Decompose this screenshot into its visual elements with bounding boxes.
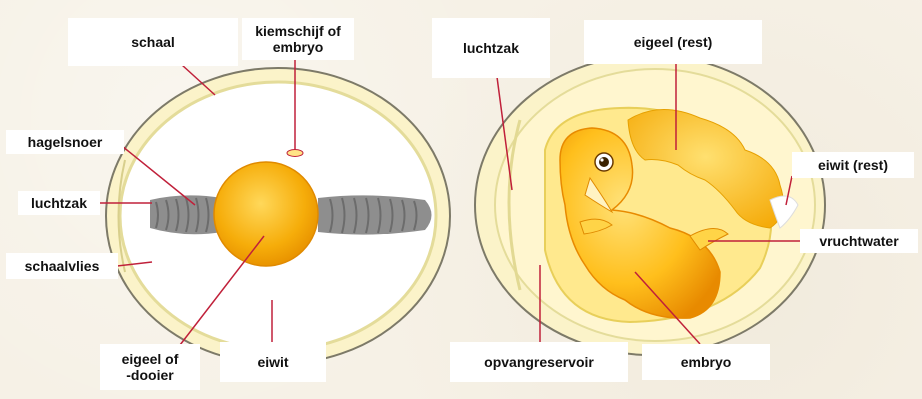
label-opvangreservoir: opvangreservoir [450,342,628,382]
label-luchtzak-right: luchtzak [432,18,550,78]
germinal-disc [287,150,303,157]
label-vruchtwater: vruchtwater [800,229,918,253]
right-egg [475,55,825,355]
left-egg-yolk [214,162,318,266]
label-embryo: embryo [642,344,770,380]
left-chalaza [150,195,222,234]
left-egg [106,68,450,364]
label-eigeel-rest: eigeel (rest) [584,20,762,64]
label-eiwit: eiwit [220,342,326,382]
label-eigeel-dooier: eigeel of -dooier [100,344,200,390]
label-kiemschijf: kiemschijf of embryo [242,18,354,60]
label-eiwit-rest: eiwit (rest) [792,152,914,178]
label-luchtzak-left: luchtzak [18,191,100,215]
label-hagelsnoer: hagelsnoer [6,130,124,154]
right-chalaza [318,195,432,234]
label-schaal: schaal [68,18,238,66]
label-schaalvlies: schaalvlies [6,253,118,279]
